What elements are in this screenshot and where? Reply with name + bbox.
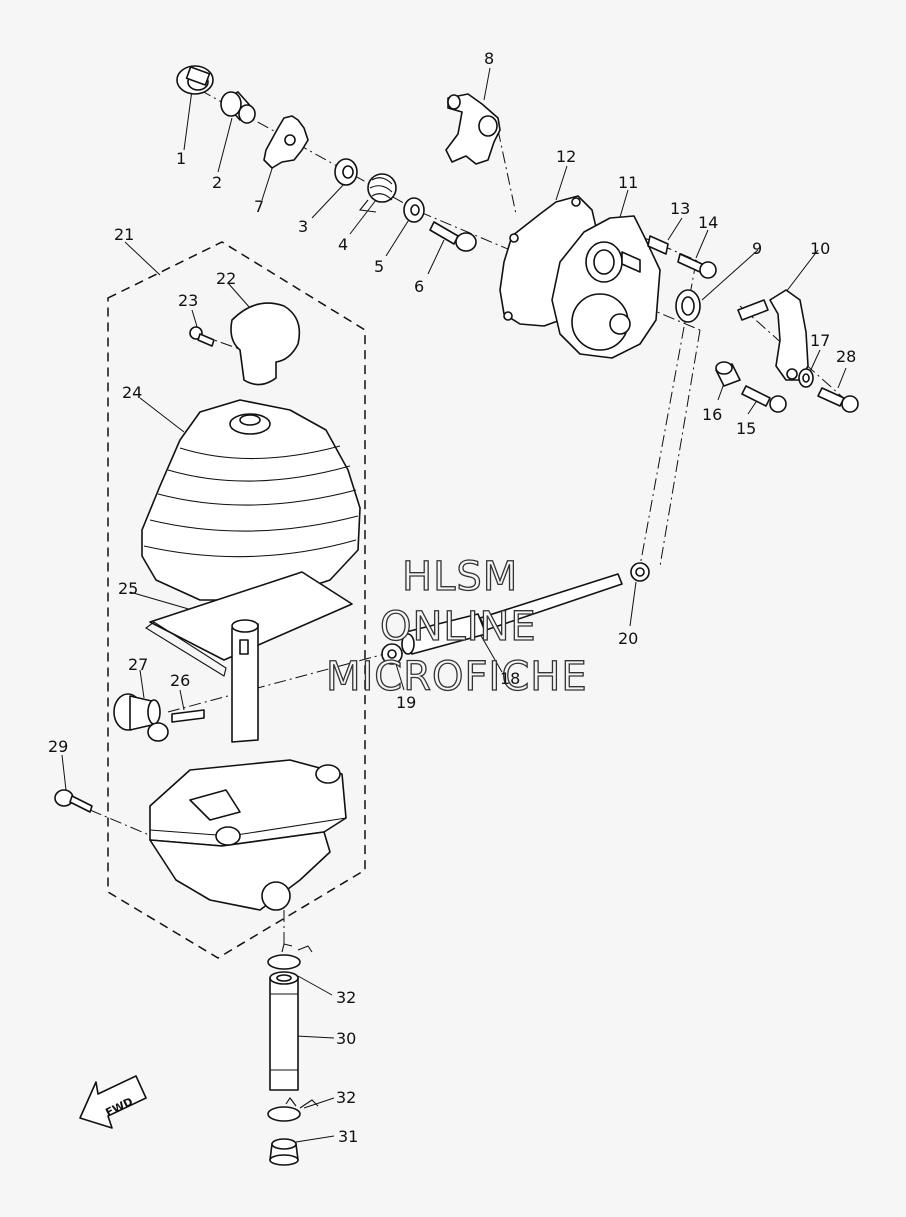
callout-15: 15 [736,419,756,438]
callout-23: 23 [178,291,198,310]
part-2-bushing [220,91,256,124]
part-7-gear-segment [263,115,309,169]
part-31-bush [269,1138,299,1166]
callout-29: 29 [48,737,68,756]
callout-13: 13 [670,199,690,218]
watermark-line-3: MICROFICHE [326,654,588,700]
callout-10: 10 [810,239,830,258]
part-25-gasket [145,571,353,677]
callout-18: 18 [500,669,520,688]
part-9-seal [675,289,701,323]
callout-17: 17 [810,331,830,350]
shift-rod [231,619,259,743]
part-32-clip-top [267,943,313,970]
watermark-line-1: HLSM [402,554,518,600]
part-32-clip-bottom [267,1097,319,1122]
leader-lines [61,67,847,1143]
part-27-ball-joint [113,693,161,731]
callout-4: 4 [338,235,348,254]
part-29-bolt [54,789,93,813]
callout-26: 26 [170,671,190,690]
callout-16: 16 [702,405,722,424]
watermark-line-2: ONLINE [380,604,537,650]
callout-12: 12 [556,147,576,166]
callout-25: 25 [118,579,138,598]
part-22-knob [230,302,301,386]
part-24-boot [141,399,361,601]
callout-3: 3 [298,217,308,236]
part-5-washer [403,197,425,223]
part-23-screw [189,326,215,347]
part-17-washer [798,368,814,388]
callout-32a: 32 [336,988,356,1007]
callout-11: 11 [618,173,638,192]
callout-21: 21 [114,225,134,244]
callout-28: 28 [836,347,856,366]
part-18-rod [401,573,623,655]
callout-20: 20 [618,629,638,648]
watermark: HLSM ONLINE MICROFICHE [325,553,588,700]
part-3-washer [334,158,358,186]
part-16-collar [715,361,741,387]
part-30-tube [269,971,299,1091]
part-20-nut [630,562,650,582]
part-10-lever [737,289,809,381]
callout-14: 14 [698,213,718,232]
assembly-21-boundary [107,241,366,959]
fwd-arrow-icon: FWD [79,1075,147,1129]
callout-9: 9 [752,239,762,258]
callout-7: 7 [254,197,264,216]
callout-31: 31 [338,1127,358,1146]
shift-housing [149,759,347,911]
callout-32b: 32 [336,1088,356,1107]
part-13-pin [647,235,669,255]
callout-8: 8 [484,49,494,68]
callout-22: 22 [216,269,236,288]
callout-2: 2 [212,173,222,192]
callout-19: 19 [396,693,416,712]
callout-5: 5 [374,257,384,276]
callout-numbers: 1 2 3 4 5 6 7 8 9 10 11 12 13 14 15 16 1… [48,49,856,1146]
part-1-collar [176,65,214,95]
callout-24: 24 [122,383,142,402]
part-4-spring [358,173,397,213]
part-8-gear-arm [445,93,501,165]
part-11-housing [551,215,661,359]
callout-27: 27 [128,655,148,674]
part-19-rod-end [381,643,403,665]
part-15-bolt [741,385,787,413]
callout-1: 1 [176,149,186,168]
part-28-bolt [817,387,859,413]
part-26-bolt [147,709,205,742]
callout-30: 30 [336,1029,356,1048]
part-14-bolt [677,253,717,279]
callout-6: 6 [414,277,424,296]
part-6-bolt [429,221,477,252]
